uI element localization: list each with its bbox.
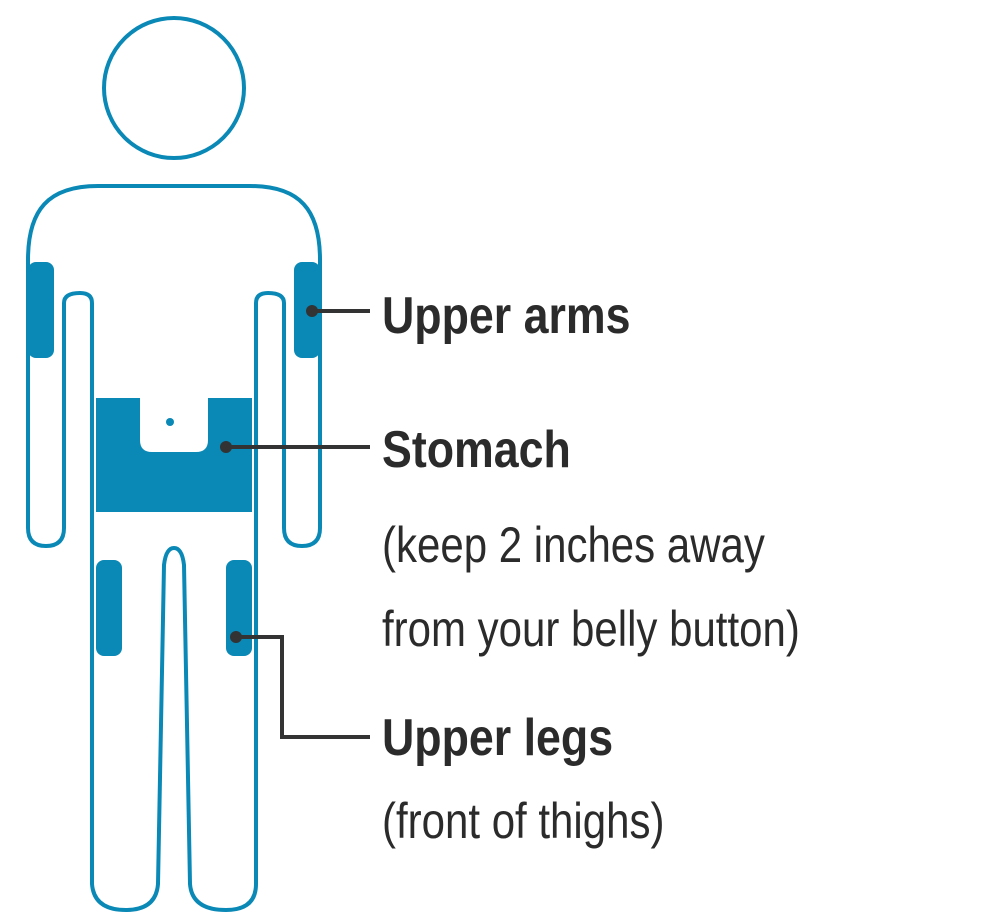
left-upper-arm-site	[28, 262, 54, 358]
upper-legs-note: (front of thighs)	[382, 796, 664, 846]
head-outline	[104, 18, 244, 158]
stomach-label: Stomach	[382, 424, 571, 476]
stomach-note-line-2: from your belly button)	[382, 604, 800, 654]
body-outline	[28, 186, 320, 910]
stomach-note-line-1: (keep 2 inches away	[382, 520, 765, 570]
stomach-site	[96, 398, 252, 512]
upper-arms-leader	[306, 305, 370, 317]
left-upper-leg-site	[96, 560, 122, 656]
upper-legs-label: Upper legs	[382, 712, 613, 764]
belly-button-icon	[166, 418, 174, 426]
upper-arms-label: Upper arms	[382, 290, 631, 342]
